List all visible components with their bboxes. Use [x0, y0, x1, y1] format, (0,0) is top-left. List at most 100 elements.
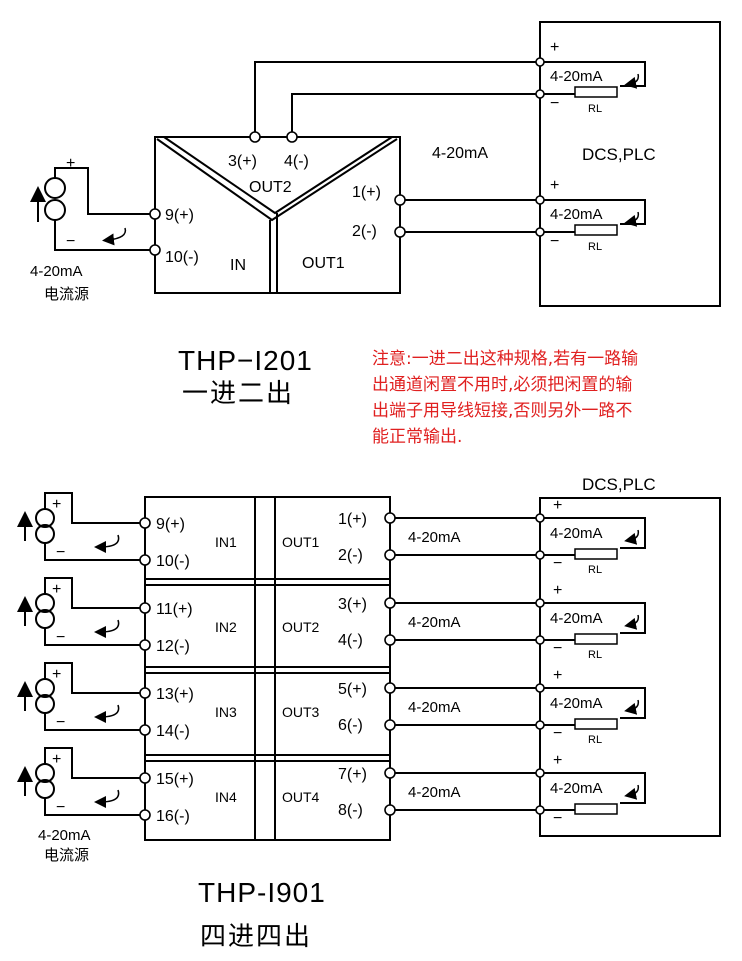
source-current-label: 4-20mA: [38, 827, 91, 844]
top-diagram: 3(+) 4(-) OUT2 1(+) 2(-) OUT1 9(+) 10(-)…: [30, 21, 721, 447]
top-model-desc: 一进二出: [182, 379, 294, 409]
output-terminal-neg: [384, 719, 396, 731]
output-neg-label: 6(-): [338, 717, 363, 734]
input-channel-label: IN2: [215, 619, 237, 635]
bottom-model-desc: 四进四出: [200, 922, 312, 952]
minus-sign: −: [56, 544, 65, 561]
minus-sign: −: [550, 233, 559, 250]
loop-current-label: 4-20mA: [550, 68, 603, 85]
bottom-dcs-label: DCS,PLC: [582, 475, 656, 494]
plus-sign: +: [66, 155, 75, 172]
input-neg-label: 10(-): [156, 553, 190, 570]
note-block: 注意:一进二出这种规格,若有一路输 出通道闲置不用时,必须把闲置的输 出端子用导…: [372, 349, 638, 447]
plus-sign: +: [52, 581, 61, 598]
bottom-model-title: THP-I901: [198, 877, 326, 908]
signal-label: 4-20mA: [408, 614, 461, 631]
out2-pos-wire: [254, 61, 548, 137]
bottom-module-body: [144, 496, 391, 841]
terminal-3: [249, 131, 261, 143]
source-label: 电流源: [44, 285, 89, 303]
input-neg-label: 16(-): [156, 808, 190, 825]
input-neg-label: 14(-): [156, 723, 190, 740]
output-terminal-neg: [384, 549, 396, 561]
input-terminal-neg: [139, 724, 151, 736]
out2-neg-wire: [291, 93, 548, 137]
loop-current-label: 4-20mA: [550, 610, 603, 627]
minus-sign: −: [553, 640, 562, 657]
minus-sign: −: [550, 95, 559, 112]
signal-label: 4-20mA: [408, 784, 461, 801]
signal-label: 4-20mA: [408, 529, 461, 546]
top-loop-1: + − 4-20mA RL: [535, 39, 646, 115]
input-pos-label: 15(+): [156, 771, 194, 788]
output-channel-label: OUT2: [282, 619, 320, 635]
plus-sign: +: [553, 667, 562, 684]
output-terminal-pos: [384, 767, 396, 779]
plus-sign: +: [52, 751, 61, 768]
output-neg-label: 4(-): [338, 632, 363, 649]
rl-label: RL: [588, 649, 602, 661]
output-terminal-pos: [384, 512, 396, 524]
output-pos-label: 7(+): [338, 766, 367, 783]
output-neg-label: 8(-): [338, 802, 363, 819]
out2-label: OUT2: [249, 179, 292, 196]
plus-sign: +: [553, 582, 562, 599]
output-channel-label: OUT1: [282, 534, 320, 550]
top-signal-label: 4-20mA: [432, 145, 488, 162]
input-pos-label: 9(+): [156, 516, 185, 533]
bottom-dcs-box: [539, 497, 721, 837]
output-channel-label: OUT4: [282, 789, 320, 805]
signal-label: 4-20mA: [408, 699, 461, 716]
output-terminal-pos: [384, 597, 396, 609]
output-terminal-pos: [384, 682, 396, 694]
terminal-4: [286, 131, 298, 143]
terminal-10: [149, 244, 161, 256]
rl-label: RL: [588, 564, 602, 576]
input-pos-label: 11(+): [156, 601, 193, 618]
output-pos-label: 5(+): [338, 681, 367, 698]
output-terminal-neg: [384, 634, 396, 646]
top-dcs-label: DCS,PLC: [582, 145, 656, 164]
note-line: 能正常输出.: [372, 427, 462, 447]
terminal-9: [149, 208, 161, 220]
loop-current-label: 4-20mA: [550, 695, 603, 712]
rl-label: RL: [588, 103, 602, 115]
terminal-4-label: 4(-): [284, 153, 309, 170]
input-terminal-neg: [139, 809, 151, 821]
output-pos-label: 1(+): [338, 511, 367, 528]
minus-sign: −: [56, 629, 65, 646]
terminal-1: [394, 194, 406, 206]
top-module-separator: [156, 136, 398, 293]
minus-sign: −: [56, 714, 65, 731]
terminal-9-label: 9(+): [165, 207, 194, 224]
output-terminal-neg: [384, 804, 396, 816]
terminal-2: [394, 226, 406, 238]
minus-sign: −: [66, 233, 75, 250]
plus-sign: +: [550, 177, 559, 194]
top-current-source: + − 4-20mA 电流源: [30, 155, 150, 303]
terminal-1-label: 1(+): [352, 184, 381, 201]
input-neg-label: 12(-): [156, 638, 190, 655]
minus-sign: −: [56, 799, 65, 816]
output-channel-label: OUT3: [282, 704, 320, 720]
source-label: 电流源: [44, 846, 89, 864]
loop-current-label: 4-20mA: [550, 206, 603, 223]
output-neg-label: 2(-): [338, 547, 363, 564]
note-line: 出端子用导线短接,否则另外一路不: [372, 401, 632, 421]
out1-label: OUT1: [302, 255, 345, 272]
plus-sign: +: [553, 497, 562, 514]
output-pos-label: 3(+): [338, 596, 367, 613]
in-label: IN: [230, 257, 246, 274]
top-module-body: [154, 136, 401, 294]
plus-sign: +: [553, 752, 562, 769]
loop-current-label: 4-20mA: [550, 780, 603, 797]
rl-label: RL: [588, 241, 602, 253]
input-terminal-pos: [139, 772, 151, 784]
input-channel-label: IN4: [215, 789, 237, 805]
input-channel-label: IN3: [215, 704, 237, 720]
input-terminal-pos: [139, 602, 151, 614]
